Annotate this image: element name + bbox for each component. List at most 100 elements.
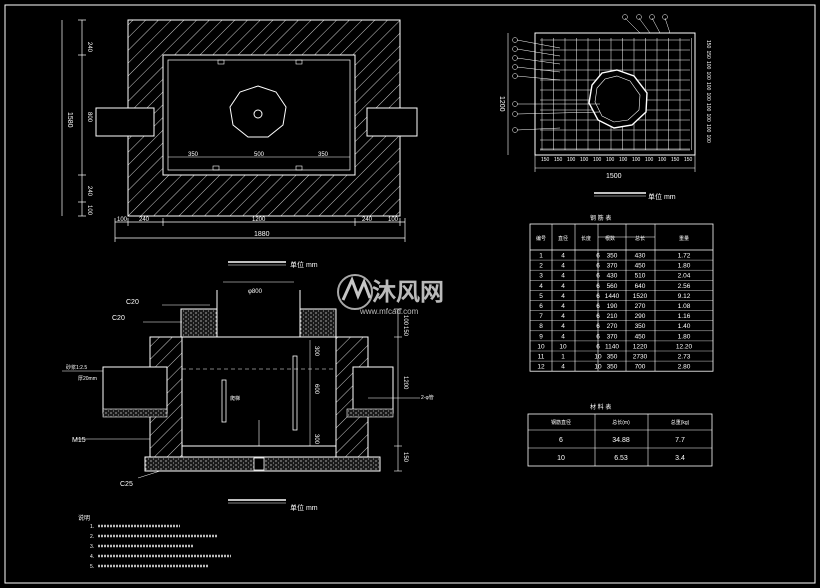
section-cover-left: [180, 308, 218, 338]
table1-header: 总长: [635, 235, 645, 242]
drawing-frame: [4, 4, 816, 584]
section-dim-right-1: 100: [402, 315, 408, 326]
table1-cell: 2.04: [678, 273, 691, 280]
rebar-tick-label: 100: [593, 157, 602, 163]
table2-cell: 7.7: [675, 437, 685, 444]
table1-cell: 3: [539, 273, 543, 280]
table1-cell: 450: [635, 333, 646, 340]
section-dim-right-4: 150: [402, 452, 408, 463]
table1-cell: 370: [607, 263, 618, 270]
plan-pipe-right: [366, 107, 418, 137]
section-top-label: φ800: [248, 289, 263, 295]
label-c20-slab: C20: [112, 315, 125, 322]
section-dim-right-3: 1200: [402, 376, 408, 390]
table1-cell: 12: [537, 364, 545, 371]
rebar-side-tick-label: 100: [705, 72, 711, 81]
table1-cell: 1140: [605, 343, 619, 350]
section-pipe-left: [102, 366, 168, 414]
section-view: φ800 100 150 1200 150 300 600 300: [62, 281, 434, 512]
table2-cell: 6: [559, 437, 563, 444]
table1-cell: 12.20: [676, 343, 693, 350]
note-line: 3.: [90, 544, 94, 550]
table1-cell: 350: [607, 253, 618, 260]
table1-cell: 1520: [633, 293, 648, 300]
rebar-side-tick-label: 150: [705, 51, 711, 60]
table1-cell: 510: [635, 273, 646, 280]
table1-cell: 4: [561, 364, 565, 371]
table2-header: 总重(kg): [671, 419, 690, 426]
table1-cell: 2: [539, 263, 543, 270]
table1-cell: 4: [561, 283, 565, 290]
section-pipe-right: [352, 366, 394, 414]
rebar-side-tick-label: 150: [705, 40, 711, 49]
table1-cell: 700: [635, 364, 646, 371]
plan-pipe-left: [95, 107, 155, 137]
table1-cell: 2.56: [678, 283, 691, 290]
table1-cell: 4: [561, 333, 565, 340]
note-line: 4.: [90, 554, 94, 560]
table1-cell: 560: [607, 283, 618, 290]
rebar-height: 1200: [498, 96, 505, 112]
table1-cell: 10: [594, 354, 602, 361]
table1-cell: 6: [596, 313, 600, 320]
plan-dim-bottom-5: 100: [388, 217, 399, 223]
table1-cell: 1.08: [678, 303, 691, 310]
table1-cell: 5: [539, 293, 543, 300]
table1-cell: 6: [596, 333, 600, 340]
rebar-side-tick-label: 100: [705, 124, 711, 133]
table1-cell: 6: [596, 323, 600, 330]
label-ladder: 爬梯: [230, 395, 240, 402]
table1-cell: 210: [607, 313, 618, 320]
table1-cell: 1.72: [678, 253, 691, 260]
plan-dim-left-1: 240: [86, 42, 92, 53]
rebar-side-tick-label: 100: [705, 114, 711, 123]
plan-caption-unit: 单位 mm: [290, 260, 318, 269]
rebar-tick-label: 100: [619, 157, 628, 163]
rebar-side-tick-label: 100: [705, 93, 711, 102]
table1-cell: 1.80: [678, 333, 691, 340]
rebar-outline: [534, 32, 696, 156]
notes-title: 说明: [78, 514, 90, 522]
table1-cell: 350: [607, 354, 618, 361]
table1-cell: 11: [538, 354, 545, 361]
table1-cell: 1440: [605, 293, 620, 300]
plan-dim-bottom-1: 100: [117, 217, 128, 223]
watermark-url: www.mfcad.com: [359, 307, 419, 316]
ladder-bar-left: [221, 379, 227, 423]
section-sump: [253, 457, 265, 471]
table2-cell: 6.53: [614, 455, 628, 462]
table2-title: 材 料 表: [590, 403, 611, 411]
table1-cell: 10: [559, 343, 567, 350]
label-c20-top: C20: [126, 299, 139, 306]
rebar-caption-unit: 单位 mm: [648, 192, 676, 201]
table1-cell: 4: [561, 263, 565, 270]
table1-cell: 6: [596, 283, 600, 290]
table1-cell: 7: [539, 313, 543, 320]
table1-cell: 6: [539, 303, 543, 310]
table1-cell: 9: [539, 333, 543, 340]
label-thickness: 厚20mm: [78, 376, 97, 382]
rebar-tick-label: 150: [554, 157, 563, 163]
section-cover-right: [299, 308, 337, 338]
table1-cell: 9.12: [678, 293, 691, 300]
rebar-width: 1500: [606, 173, 622, 180]
table1-cell: 4: [539, 283, 543, 290]
table1-cell: 290: [635, 313, 646, 320]
section-caption-unit: 单位 mm: [290, 503, 318, 512]
ladder-bar-right: [292, 355, 298, 431]
plan-dim-left-2: 800: [86, 112, 92, 123]
table1-cell: 6: [596, 273, 600, 280]
plan-dim-left-4: 100: [86, 205, 92, 216]
watermark: 沐风网 www.mfcad.com: [337, 274, 444, 316]
table1-header: 重量: [679, 235, 689, 242]
note-line: 1.: [90, 524, 94, 530]
table1-cell: 350: [635, 323, 646, 330]
table1-cell: 4: [561, 303, 565, 310]
table1-header: 长度: [581, 235, 591, 242]
label-c25: C25: [120, 481, 133, 488]
table1-cell: 10: [537, 343, 545, 350]
